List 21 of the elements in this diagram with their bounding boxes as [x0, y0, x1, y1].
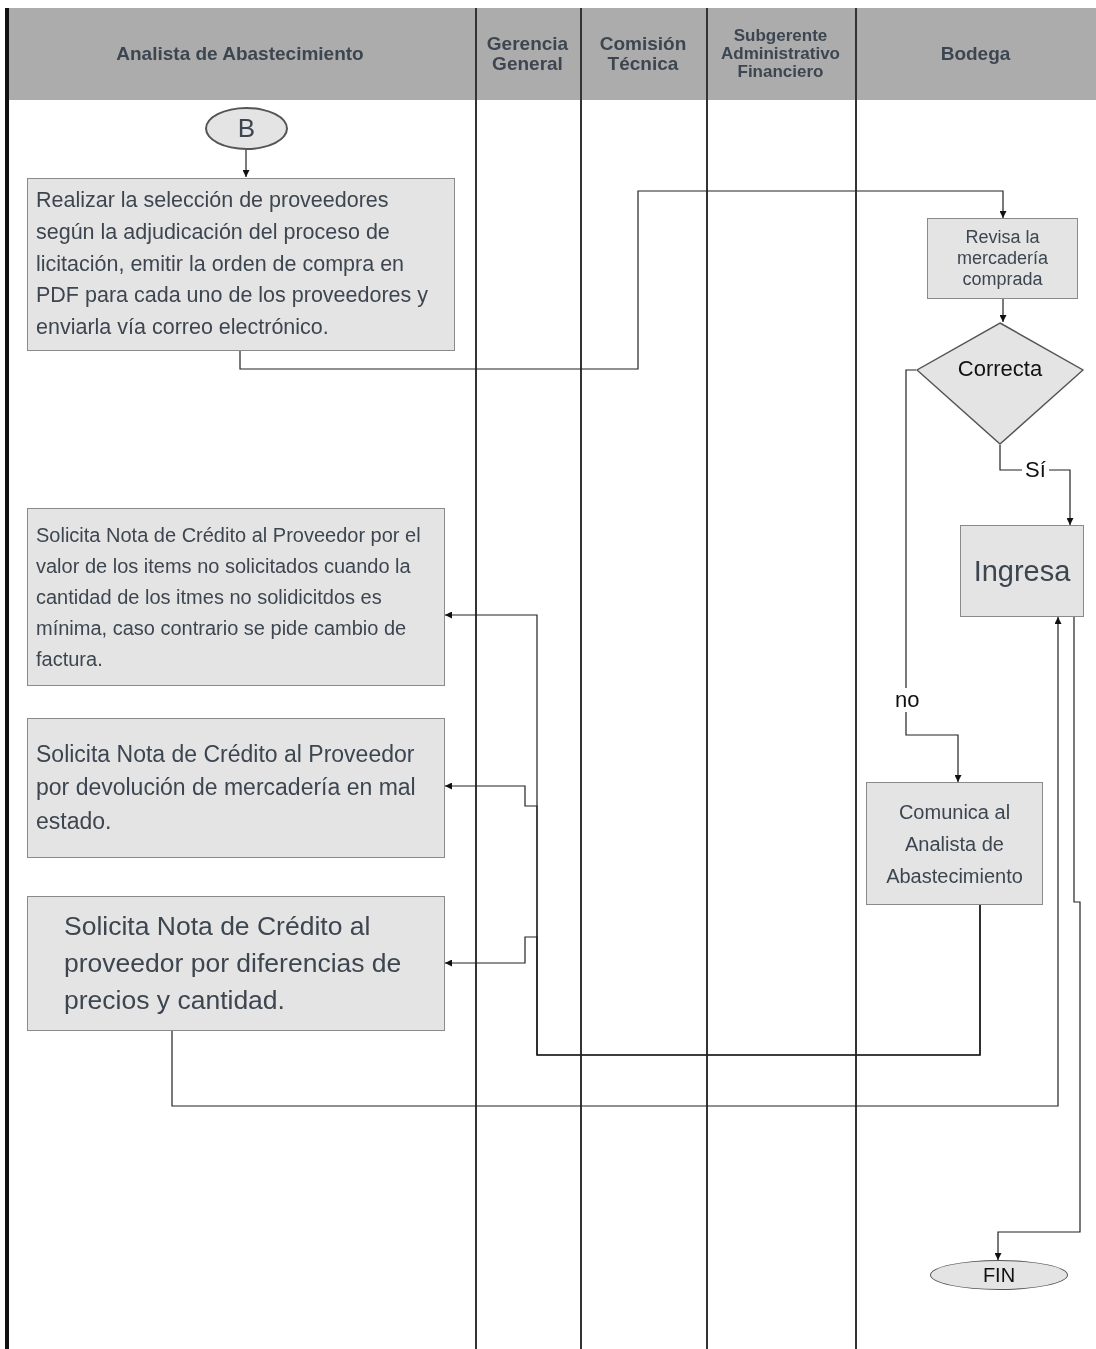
process-box: Ingresa [960, 525, 1084, 617]
process-box: Solicita Nota de Crédito al Proveedor por devolución de mercadería en mal estado. [27, 718, 445, 858]
arrow [242, 149, 250, 178]
process-box: Solicita Nota de Crédito al proveedor por diferencias de precios y cantidad. [27, 896, 445, 1031]
decision-label: Correcta [957, 355, 1043, 382]
lane-header: Bodega [855, 8, 1096, 100]
arrow [239, 190, 1007, 370]
process-box: Solicita Nota de Crédito al Proveedor por el valor de los items no solicitados cuando la cantidad de los itmes no solidicitdos es mínima, caso contrario se pide cambio de factura. [27, 508, 445, 686]
process-box: Realizar la selección de proveedores según la adjudicación del proceso de licitación, emitir la orden de compra en PDF para cada uno de los proveedores y enviarla vía correo electrónico. [27, 178, 455, 351]
process-box: Comunica al Analista de Abastecimiento [866, 782, 1043, 905]
process-box: Revisa la mercadería comprada [927, 218, 1078, 299]
arrow [994, 616, 1081, 1261]
lane-header: Gerencia General [475, 8, 580, 100]
lane-header: Subgerente Administrativo Financiero [706, 8, 855, 100]
end-terminator: FIN [930, 1260, 1068, 1290]
arrow [444, 904, 981, 1056]
connector-circle: B [205, 107, 288, 150]
lane-header: Comisión Técnica [580, 8, 706, 100]
arrow [171, 616, 1062, 1107]
arrow [999, 298, 1007, 323]
arrow [905, 369, 962, 783]
